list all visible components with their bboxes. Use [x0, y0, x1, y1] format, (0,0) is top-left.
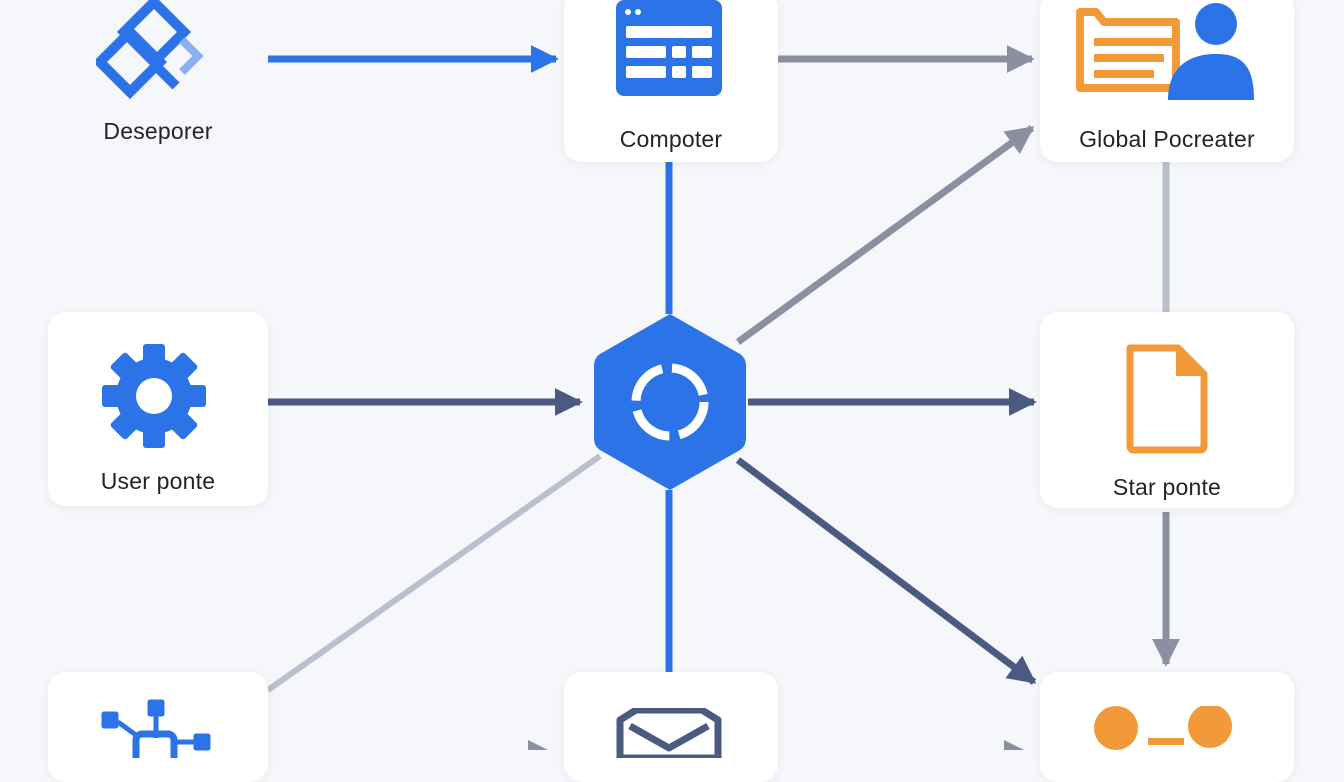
edge-hub-global — [735, 125, 1035, 345]
edge-bottom-middle-arrowhead — [1004, 740, 1024, 750]
computer-label: Compoter — [619, 126, 723, 152]
developer-label: Deseporer — [103, 118, 213, 144]
connector-layer — [266, 45, 1180, 750]
star-label: Star ponte — [1112, 474, 1222, 500]
link-icon — [1094, 706, 1232, 750]
star-node[interactable]: Star ponte — [1040, 312, 1294, 508]
user-node[interactable]: User ponte — [48, 312, 268, 506]
global-label: Global Pocreater — [1079, 126, 1255, 152]
edge-hub-bottom-right — [735, 457, 1037, 685]
link-node[interactable] — [1040, 672, 1294, 782]
gear-icon — [102, 344, 206, 448]
package-node[interactable] — [564, 672, 778, 782]
network-icon — [101, 699, 211, 758]
user-profile-icon — [1076, 3, 1254, 100]
developer-icon — [96, 0, 204, 100]
computer-node[interactable]: Compoter — [564, 0, 778, 162]
edge-bottom-left-arrowhead — [528, 740, 548, 750]
global-node[interactable]: Global Pocreater — [1040, 0, 1294, 162]
package-icon — [616, 708, 722, 758]
document-icon — [1126, 344, 1208, 454]
hub-node[interactable] — [590, 310, 750, 494]
edge-bottom-left-hub — [266, 453, 602, 693]
refresh-icon — [631, 363, 709, 441]
user-label: User ponte — [100, 468, 216, 494]
network-node[interactable] — [48, 672, 268, 782]
server-rack-icon — [616, 0, 722, 96]
